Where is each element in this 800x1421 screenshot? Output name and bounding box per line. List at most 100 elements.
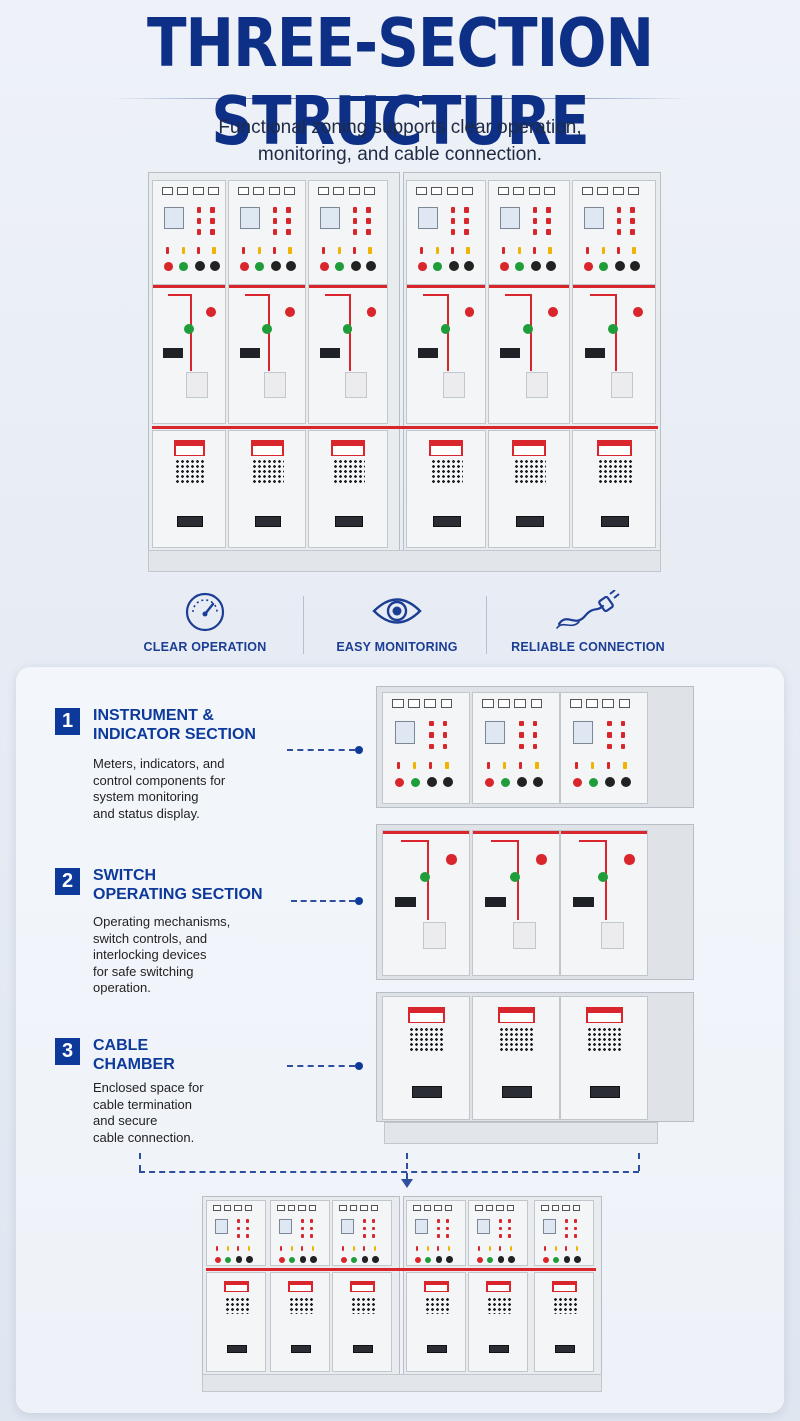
indicator-light [366,229,371,235]
warning-label-icon [596,440,632,456]
indicator-light [166,247,170,254]
indicator-light [508,1219,511,1223]
section-title-line: SWITCH [93,867,157,884]
stop-button-icon [584,262,593,272]
indicator-light [437,1219,440,1223]
feature-label: CLEAR OPERATION [143,640,267,654]
stop-button-icon [278,1256,285,1263]
indicator-light [247,1246,250,1251]
red-indicator-icon [624,854,635,865]
indicator-light [288,247,292,254]
indicator-light [420,247,424,254]
display-screen [164,207,184,230]
leader-line-3 [287,1065,355,1067]
indicator-light [246,1234,249,1238]
indicator-light [322,247,326,254]
indicator-light [216,1246,219,1251]
busbar-line [578,840,605,843]
warning-label-icon [423,1281,449,1292]
green-indicator-icon [419,871,431,883]
indicator-light [311,1246,314,1251]
indicator-light [442,743,448,750]
indicator-light [565,1219,568,1223]
indicator-light [607,732,612,738]
door-handle-icon [488,1345,510,1353]
indicator-light [478,1246,481,1251]
indicator-light [366,207,371,213]
start-button-icon [515,262,525,272]
selector-switch-icon [366,261,377,272]
indicator-light [426,1246,429,1251]
start-button-icon [225,1256,231,1263]
warning-label-icon [287,1281,313,1292]
indicator-light [544,1246,547,1251]
green-indicator-icon [184,324,194,335]
red-indicator-icon [548,307,558,318]
feature-clear-operation: CLEAR OPERATION [120,590,290,654]
meter-icon [223,1204,231,1211]
indicator-light [416,1246,419,1251]
red-indicator-icon [536,854,547,865]
selector-switch-icon [235,1255,243,1263]
warning-label-icon [349,1281,375,1292]
door-handle-icon [426,1345,448,1353]
busbar-line [423,293,447,296]
subtitle: Functional zoning supports clear operati… [150,114,650,168]
red-indicator-icon [464,307,475,318]
door-handle-icon [335,515,363,527]
indicator-light [499,1226,502,1231]
indicator-light [286,218,291,224]
meter-icon [618,698,630,708]
door-handle-icon [433,515,461,527]
meter-icon [475,1204,483,1211]
red-trim [153,285,225,289]
section-number-badge: 3 [55,1038,80,1065]
indicator-light [353,218,358,224]
door-handle-icon [554,1345,576,1353]
cable-panel [572,430,656,548]
start-button-icon [351,1256,357,1263]
merge-line-right [638,1153,640,1171]
section-title-line: CABLE [93,1037,149,1054]
section-title: CABLE CHAMBER [93,1036,313,1074]
green-indicator-icon [261,324,272,335]
start-button-icon [410,778,420,788]
green-indicator-icon [523,324,534,335]
indicator-light [586,247,590,254]
feature-label: EASY MONITORING [336,640,458,654]
selector-switch-icon [372,1255,379,1263]
selector-switch-icon [426,776,438,788]
leader-dot-2 [355,897,363,905]
cable-panel [228,430,306,548]
door-handle-icon [502,1086,532,1098]
indicator-light [286,207,291,213]
ventilation-grill [425,1297,449,1314]
red-trim [229,285,305,289]
nameplate [584,348,605,358]
start-button-icon [255,262,265,272]
display-screen [278,1219,292,1234]
nameplate [418,348,438,358]
indicator-light [310,1234,313,1238]
ventilation-grill [487,1297,511,1314]
indicator-light [246,1219,249,1223]
warning-label-icon [250,440,284,456]
subtitle-line: monitoring, and cable connection. [257,144,543,165]
meter-icon [528,186,540,196]
red-trim [473,831,559,835]
meter-icon [562,1204,570,1211]
meter-icon [364,186,375,196]
indicator-light [372,1219,375,1223]
description-line: Enclosed space for [93,1080,204,1095]
selector-switch-icon [614,261,625,272]
indicator-light [451,229,456,235]
cable-panel [472,996,560,1120]
start-button-icon [425,1256,431,1263]
selector-switch-icon [516,776,528,788]
door-handle-icon [352,1345,374,1353]
warning-label-icon [511,440,547,456]
selector-switch-icon [210,261,221,272]
instrument-panel [332,1200,392,1266]
switch-panel [382,830,470,976]
door-handle-icon [590,1086,620,1098]
